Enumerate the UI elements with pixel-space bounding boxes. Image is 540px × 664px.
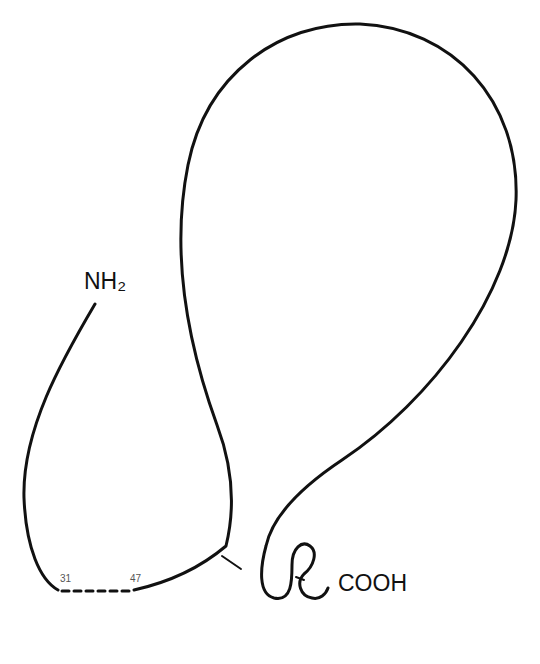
disulfide-bond <box>222 556 241 569</box>
terminus-label: NH₂ <box>84 270 126 293</box>
residue-number: 31 <box>60 574 71 584</box>
n-terminal-chain <box>24 304 95 590</box>
missing-segment <box>62 590 132 593</box>
residue-number: 47 <box>130 574 141 584</box>
disulfide-bond <box>296 577 304 580</box>
terminus-label: COOH <box>338 572 407 595</box>
main-loop-chain <box>134 24 516 599</box>
